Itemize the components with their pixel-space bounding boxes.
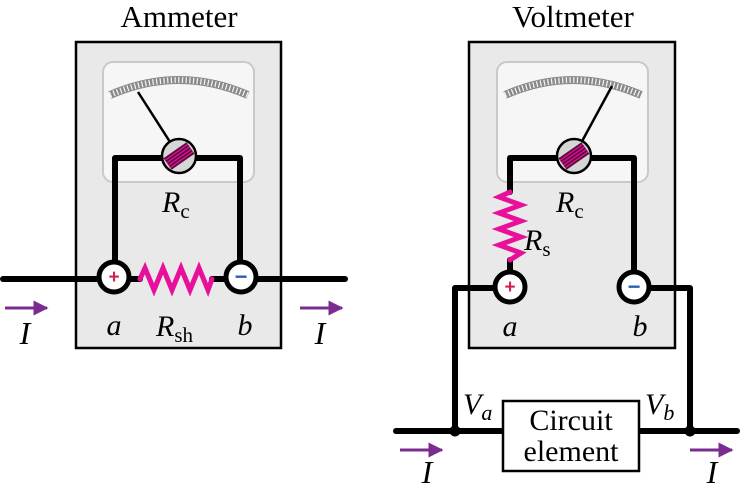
plus-terminal-icon: + — [108, 267, 119, 288]
ammeter-coil-resistance-label: Rc — [161, 186, 190, 223]
voltmeter-coil-resistance-label: Rc — [555, 186, 584, 223]
voltmeter-series-resistance-label: Rs — [523, 224, 551, 261]
voltmeter-panel: Voltmeter Rc Rs — [393, 0, 740, 488]
voltmeter-current-right-label: I — [706, 454, 719, 488]
voltmeter-probe-lead-a — [452, 285, 500, 433]
ammeter-terminal-a-label: a — [107, 309, 122, 342]
minus-terminal-icon: − — [235, 264, 248, 289]
minus-terminal-icon: − — [628, 274, 641, 299]
voltmeter-coil-lead-left — [507, 155, 561, 195]
potential-va-label: Va — [463, 388, 492, 425]
ammeter-terminal-positive[interactable]: + — [96, 259, 132, 295]
voltmeter-title: Voltmeter — [512, 0, 634, 34]
circuit-element-box — [501, 399, 641, 473]
voltmeter-current-left-label: I — [421, 454, 434, 488]
voltmeter-terminal-a-label: a — [503, 310, 518, 343]
ammeter-coil-lead-left — [112, 155, 166, 278]
galvanometer-coil-icon — [160, 137, 198, 175]
voltmeter-coil-lead-right — [587, 155, 637, 276]
series-resistor-icon — [491, 189, 529, 263]
ammeter-terminal-negative[interactable]: − — [223, 259, 259, 295]
voltmeter-dial-face — [496, 61, 649, 183]
voltmeter-terminal-positive[interactable]: + — [492, 269, 528, 305]
plus-terminal-icon: + — [504, 277, 515, 298]
voltmeter-probe-lead-b — [646, 285, 693, 433]
ammeter-panel: Ammeter Rc — [0, 0, 348, 351]
ammeter-shunt-resistance-label: Rsh — [155, 310, 194, 347]
junction-dot-b — [684, 425, 696, 437]
ammeter-dial-face — [102, 61, 255, 183]
shunt-resistor-icon — [137, 261, 215, 297]
voltmeter-terminal-negative[interactable]: − — [616, 269, 652, 305]
ammeter-current-left-label: I — [19, 315, 32, 351]
voltmeter-terminal-b-label: b — [633, 310, 648, 343]
ammeter-scale-ticks — [108, 77, 250, 98]
ammeter-title: Ammeter — [120, 0, 238, 34]
ammeter-current-right-label: I — [314, 315, 327, 351]
voltmeter-scale-arc — [503, 76, 643, 99]
circuit-element-label-line2: element — [524, 435, 620, 468]
ammeter-coil-lead-right — [192, 155, 243, 278]
galvanometer-coil-icon — [555, 137, 593, 175]
circuit-element-label-line1: Circuit — [529, 404, 613, 437]
ammeter-terminal-b-label: b — [238, 309, 253, 342]
potential-vb-label: Vb — [645, 388, 674, 425]
junction-dot-a — [449, 425, 461, 437]
